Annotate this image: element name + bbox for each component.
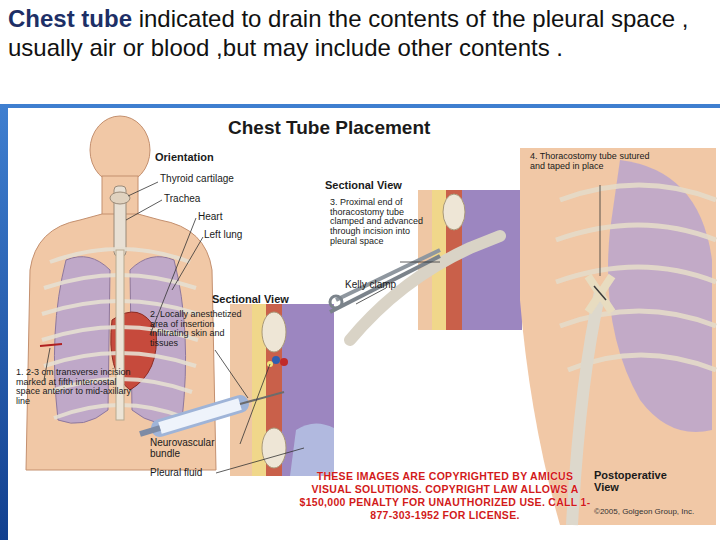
leader-line (240, 364, 270, 444)
vein (272, 356, 280, 364)
head (90, 116, 150, 184)
syringe-fill (160, 404, 240, 428)
leader-line (126, 200, 162, 220)
figure-title: Chest Tube Placement (228, 118, 508, 139)
skin-layer (230, 304, 334, 476)
part-label: Thyroid cartilage (160, 174, 270, 185)
lung (608, 160, 712, 432)
step-note: 3. Proximal end of thoracostomy tube cla… (330, 198, 430, 247)
kelly-clamp (336, 250, 440, 300)
image-panel (8, 108, 720, 540)
rib (262, 428, 286, 468)
part-label: Kelly clamp (345, 280, 425, 291)
slide-text: Chest tube indicated to drain the conten… (8, 4, 714, 62)
incision-mark (40, 344, 62, 346)
part-label: Trachea (164, 194, 244, 205)
copyright-note: ©2005, Golgeon Group, Inc. (594, 508, 718, 517)
copyright-watermark: THESE IMAGES ARE COPYRIGHTED BY AMICUS V… (296, 470, 594, 523)
rib (443, 194, 465, 230)
ribs (556, 185, 716, 370)
pleural-space (282, 304, 334, 476)
sectional-view-anesthesia (140, 304, 334, 476)
leader-lines (44, 182, 600, 473)
postoperative-view (520, 148, 716, 525)
sectional-view-tube (330, 190, 522, 340)
view-heading: Sectional View (212, 294, 332, 306)
rib (262, 312, 286, 352)
leader-line (172, 237, 203, 290)
kelly-clamp (330, 256, 440, 312)
leader-line (215, 350, 248, 398)
syringe-barrel (160, 404, 240, 428)
part-label: Left lung (204, 230, 274, 241)
leader-line (216, 448, 304, 473)
thyroid-cartilage (110, 192, 130, 204)
leader-line (128, 182, 158, 196)
clamp-ring (330, 296, 342, 308)
part-label: Heart (198, 212, 258, 223)
leader-line (356, 288, 386, 304)
view-heading: Postoperative View (594, 470, 684, 494)
step-note: 2. Locally anesthetized area of insertio… (150, 310, 254, 349)
slide-title: Chest tube (8, 5, 132, 32)
needle (240, 392, 284, 404)
leader-line (400, 262, 440, 263)
view-heading: Orientation (155, 152, 255, 164)
part-label: Neurovascular bundle (150, 438, 240, 460)
artery (280, 358, 288, 366)
step-note: 4. Thoracostomy tube sutured and taped i… (530, 152, 660, 171)
part-label: Pleural fluid (150, 468, 230, 479)
view-heading: Sectional View (325, 180, 445, 192)
pleural-space (462, 190, 522, 330)
torso (26, 214, 216, 470)
chest-skin (520, 148, 716, 525)
slide-band (0, 104, 720, 540)
suture (594, 286, 606, 300)
tape (588, 276, 612, 312)
syringe-plunger (140, 428, 160, 434)
leader-line (600, 185, 601, 276)
step-note: 1. 2-3 cm transverse incision marked at … (16, 368, 134, 407)
